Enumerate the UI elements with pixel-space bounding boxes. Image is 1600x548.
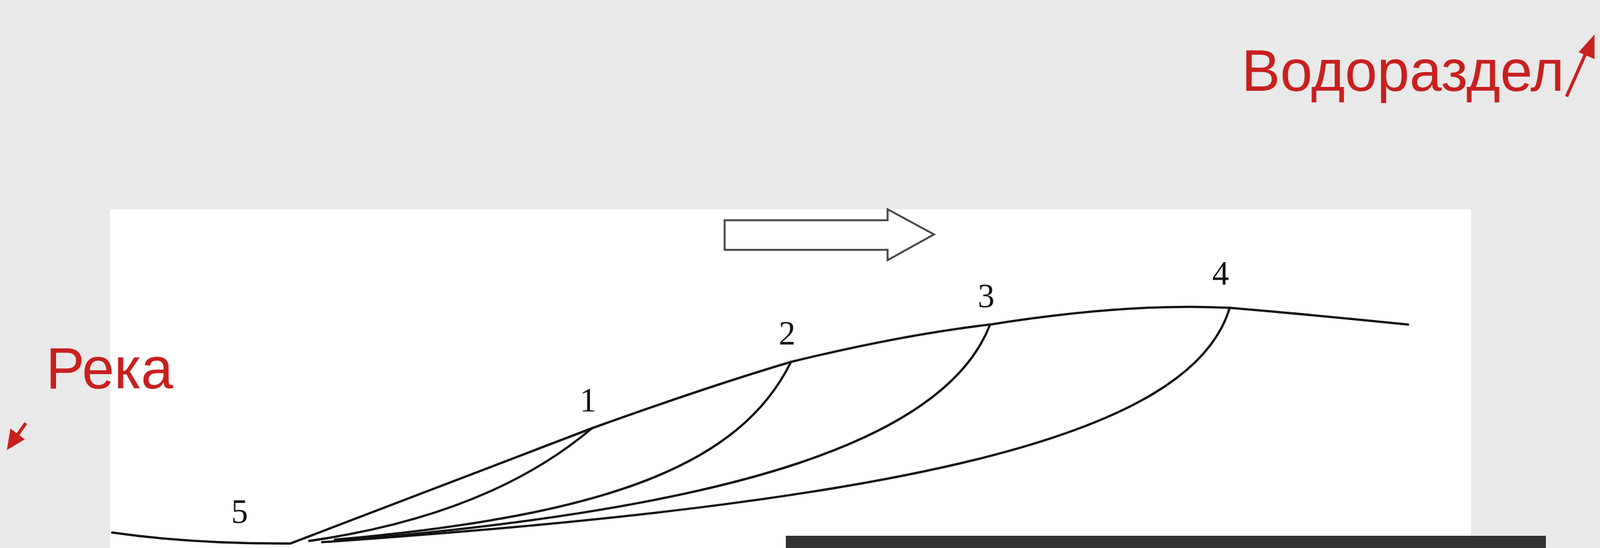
- river-arrowhead: [9, 431, 22, 448]
- callout-number: 1: [579, 383, 597, 418]
- dark-bar: [785, 535, 1546, 548]
- slip-surface: [334, 361, 791, 540]
- callout-number: 4: [1212, 257, 1229, 291]
- white-panel: [110, 209, 1472, 548]
- direction-arrow: [724, 209, 934, 261]
- callout-number: 5: [231, 495, 248, 529]
- watershed-arrowhead: [1581, 38, 1593, 57]
- slip-surface: [334, 324, 991, 542]
- callout-number: 2: [778, 316, 796, 351]
- watershed-label: Водораздел: [1241, 41, 1564, 100]
- watershed-arrow: [1566, 50, 1588, 97]
- slope-surface: [112, 306, 1409, 544]
- slip-surface: [322, 307, 1230, 543]
- river-label: Река: [45, 339, 174, 398]
- callout-number: 3: [977, 279, 995, 314]
